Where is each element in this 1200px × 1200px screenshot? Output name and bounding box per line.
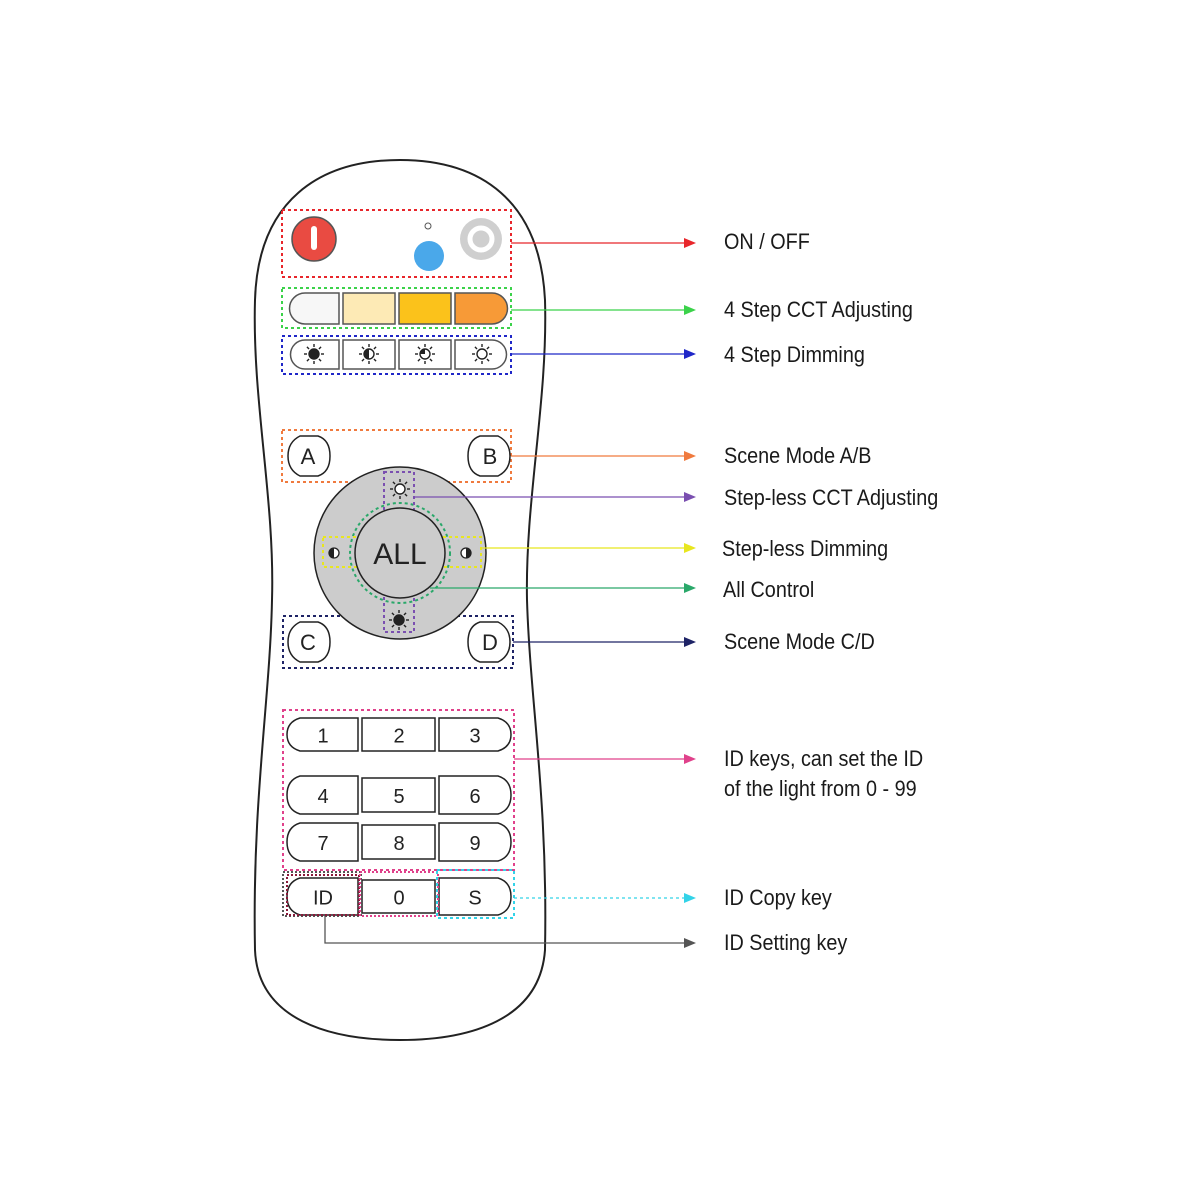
id-setting-key[interactable]: ID	[286, 877, 359, 916]
label-all-control: All Control	[723, 577, 815, 602]
led-indicator	[424, 222, 432, 230]
number-key-9[interactable]: 9	[438, 822, 512, 862]
dim-up-icon	[460, 547, 472, 559]
label-id-setting: ID Setting key	[724, 930, 848, 955]
label-scene-ab: Scene Mode A/B	[724, 443, 872, 468]
all-label: ALL	[373, 538, 426, 571]
scene-key-a[interactable]: A	[287, 435, 331, 477]
zero-key-outline	[359, 871, 439, 917]
id-keys-callout-arrow	[514, 754, 696, 764]
svg-text:0: 0	[393, 888, 404, 910]
number-key-6[interactable]: 6	[438, 775, 512, 815]
label-id-copy: ID Copy key	[724, 885, 832, 910]
number-keypad: 1 2 3 4 5 6 7 8 9ID 0 S	[286, 717, 512, 916]
cct-step-group	[281, 287, 512, 329]
cct-cool-icon	[390, 479, 410, 499]
scene-ab-callout-arrow	[511, 451, 696, 461]
group-ring-icon	[467, 225, 495, 253]
id-keys-outline	[282, 709, 515, 871]
brightness-icons	[304, 344, 492, 364]
brightness-25-icon	[472, 344, 492, 364]
cct-warm-icon	[389, 610, 409, 630]
svg-text:1: 1	[317, 726, 328, 748]
indicator-dot-icon	[414, 241, 444, 271]
scene-key-c[interactable]: C	[287, 621, 331, 663]
id-copy-callout-arrow	[514, 893, 696, 903]
number-key-8[interactable]: 8	[361, 824, 436, 860]
label-cct-4-step: 4 Step CCT Adjusting	[724, 297, 913, 322]
cct-key-3[interactable]	[398, 292, 452, 325]
callout-lines	[324, 238, 696, 948]
number-key-5[interactable]: 5	[361, 777, 436, 813]
svg-text:8: 8	[393, 833, 404, 855]
number-key-7[interactable]: 7	[286, 822, 359, 862]
label-stepless-cct: Step-less CCT Adjusting	[724, 485, 939, 510]
scene-key-b[interactable]: B	[467, 435, 511, 477]
svg-text:7: 7	[317, 833, 328, 855]
svg-text:C: C	[300, 630, 316, 655]
joystick-icons	[328, 479, 472, 630]
svg-text:S: S	[468, 888, 481, 910]
svg-text:A: A	[301, 444, 316, 469]
scene-cd-callout-arrow	[513, 637, 696, 647]
cct-key-4[interactable]	[454, 292, 509, 325]
svg-text:3: 3	[469, 726, 480, 748]
label-stepless-dimming: Step-less Dimming	[722, 536, 889, 561]
label-on-off: ON / OFF	[724, 229, 810, 254]
all-control-callout-arrow	[430, 583, 696, 593]
dimming-step-group	[281, 335, 512, 375]
dimming-4-step-callout-arrow	[511, 349, 696, 359]
svg-text:5: 5	[393, 786, 404, 808]
dim-down-icon	[328, 547, 340, 559]
label-id-keys-line2: of the light from 0 - 99	[724, 776, 917, 801]
svg-text:B: B	[483, 444, 498, 469]
svg-text:9: 9	[469, 833, 480, 855]
stepless-dimming-callout-arrow	[481, 543, 696, 553]
power-icon	[311, 226, 317, 250]
brightness-75-icon	[359, 344, 379, 364]
svg-text:D: D	[482, 630, 498, 655]
on-off-callout-arrow	[511, 238, 696, 248]
scene-key-d[interactable]: D	[467, 621, 511, 663]
id-copy-outline	[436, 869, 515, 919]
svg-text:6: 6	[469, 786, 480, 808]
svg-text:2: 2	[393, 726, 404, 748]
cct-key-1[interactable]	[288, 292, 340, 325]
all-control-outline	[349, 502, 451, 604]
id-setting-callout-arrow	[324, 916, 696, 948]
label-id-keys: ID keys, can set the ID	[724, 746, 924, 771]
label-dimming-4-step: 4 Step Dimming	[724, 342, 865, 367]
number-key-2[interactable]: 2	[361, 717, 436, 752]
svg-text:ID: ID	[313, 888, 333, 910]
group-button[interactable]	[460, 218, 502, 260]
id-copy-key[interactable]: S	[438, 877, 512, 916]
brightness-50-icon	[415, 344, 435, 364]
brightness-100-icon	[304, 344, 324, 364]
number-key-0[interactable]: 0	[361, 879, 436, 914]
number-key-4[interactable]: 4	[286, 775, 359, 815]
power-group	[281, 209, 512, 278]
cct-4-step-callout-arrow	[511, 305, 696, 315]
number-key-3[interactable]: 3	[438, 717, 512, 752]
svg-text:4: 4	[317, 786, 328, 808]
label-scene-cd: Scene Mode C/D	[724, 629, 875, 654]
all-button[interactable]	[354, 507, 446, 599]
stepless-cct-callout-arrow	[414, 492, 696, 502]
cct-key-2[interactable]	[342, 292, 396, 325]
joystick: ALL	[313, 466, 487, 640]
number-key-1[interactable]: 1	[286, 717, 359, 752]
